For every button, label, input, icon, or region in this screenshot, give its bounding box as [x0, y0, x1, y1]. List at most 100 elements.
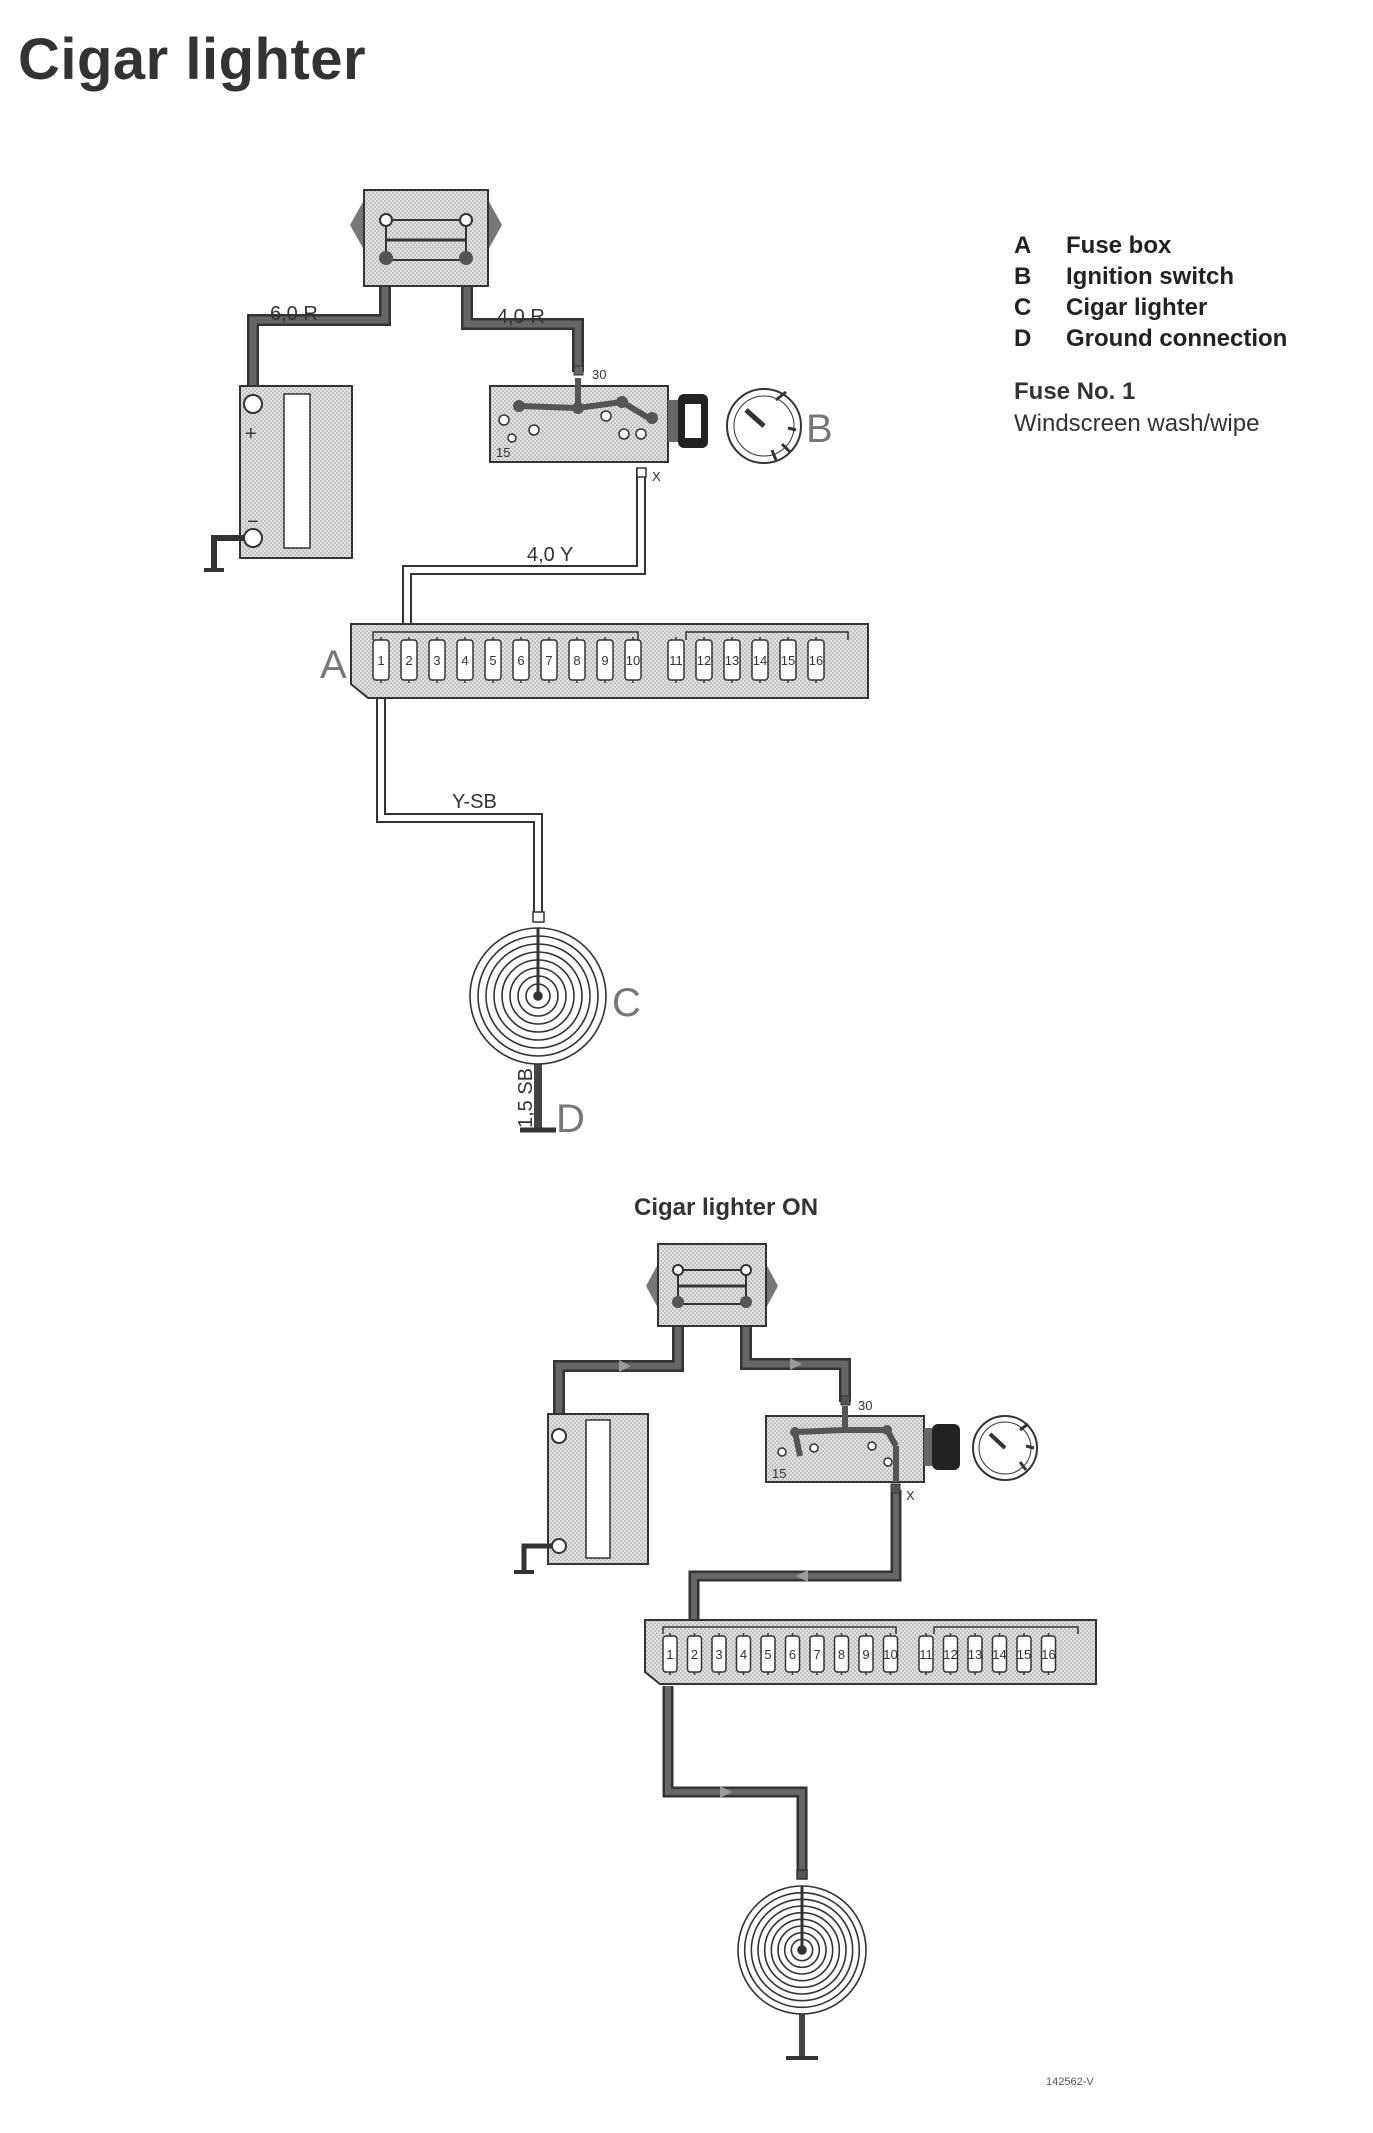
fuse-number-label: 5 [489, 653, 496, 668]
legend-label: Fuse box [1066, 231, 1172, 259]
fuse-number-label: 4 [461, 653, 468, 668]
wire-active-ground [786, 2012, 818, 2060]
battery-minus-mark: − [247, 511, 259, 533]
wire-label-switch-feed: 4,0 R [497, 306, 545, 328]
wire-lighter-feed [376, 695, 543, 920]
label-d: D [556, 1097, 585, 1141]
fuse-number-label: 13 [725, 653, 739, 668]
fuse-2: 2 [400, 637, 418, 683]
legend-label: Cigar lighter [1066, 293, 1208, 321]
fuse-11: 11 [918, 1633, 934, 1675]
fuse-7: 7 [809, 1633, 825, 1675]
fuse-number-label: 12 [697, 653, 711, 668]
fuse-number-label: 16 [809, 653, 823, 668]
fuse-number-label: 11 [919, 1647, 933, 1662]
fuse-9: 9 [858, 1633, 874, 1675]
fuse-number-label: 16 [1041, 1647, 1055, 1662]
fuse-14: 14 [751, 637, 769, 683]
wire-label-fuse-feed: 4,0 Y [527, 544, 573, 566]
diagram-subtitle: Cigar lighter ON [634, 1194, 819, 1221]
legend-label: Ignition switch [1066, 262, 1234, 290]
wire-battery-feed [247, 262, 391, 386]
fuse-number-label: 15 [1017, 1647, 1031, 1662]
fuse-number-label: 1 [377, 653, 384, 668]
diagram-1: + − 30 15 X [204, 189, 869, 1141]
fuse-4: 4 [735, 1633, 752, 1675]
fuse-number-label: 15 [781, 653, 795, 668]
relay-box-on [646, 1243, 778, 1327]
terminal-30-label: 30 [592, 367, 606, 382]
wire-label-battery-feed: 6,0 R [270, 303, 318, 325]
fuse-number-label: 2 [691, 1647, 698, 1662]
fuse-15: 15 [779, 637, 797, 683]
fuse-number-label: 10 [883, 1647, 897, 1662]
legend-key: B [1014, 262, 1032, 290]
ignition-switch: 30 15 X B [489, 365, 833, 484]
legend-key: C [1014, 293, 1032, 321]
wire-label-ground: 1,5 SB [515, 1068, 537, 1128]
fuse-number-label: 2 [405, 653, 412, 668]
fuse-3: 3 [711, 1633, 727, 1675]
fuse-6: 6 [512, 637, 530, 683]
ignition-switch-on: 30 15 X [765, 1395, 1038, 1503]
fuse-9: 9 [596, 637, 614, 683]
cigar-lighter: C D [469, 911, 641, 1141]
fuse-number-label: 8 [573, 653, 580, 668]
legend-row-a: A Fuse box [1014, 230, 1287, 261]
wire-active-switch [740, 1296, 851, 1402]
fuse-number-label: 3 [715, 1647, 722, 1662]
legend-label: Ground connection [1066, 324, 1288, 352]
cigar-lighter-on [737, 1869, 867, 2015]
legend-row-b: B Ignition switch [1014, 261, 1287, 292]
lighter-coil-center [798, 1946, 806, 1954]
fuse-number-label: 13 [968, 1647, 982, 1662]
legend-key: A [1014, 231, 1032, 259]
fuse-6: 6 [784, 1633, 801, 1675]
fuse-2: 2 [686, 1633, 703, 1675]
wire-fuse-feed [402, 468, 646, 630]
battery: + − [204, 385, 353, 572]
fuse-number-label: 14 [753, 653, 767, 668]
terminal-15-label: 15 [496, 445, 510, 460]
fuse-number-label: 11 [669, 653, 683, 668]
fuse-number-label: 4 [740, 1647, 747, 1662]
fuse-12: 12 [942, 1633, 959, 1675]
fuse-13: 13 [723, 637, 741, 683]
fuse-3: 3 [428, 637, 446, 683]
fuse-5: 5 [760, 1633, 776, 1675]
label-b: B [806, 407, 833, 451]
battery-plus-mark: + [245, 423, 257, 445]
fuse-number-label: 1 [666, 1647, 673, 1662]
fuse-12: 12 [695, 637, 713, 683]
fuse-description: Windscreen wash/wipe [1014, 410, 1260, 437]
fuse-7: 7 [540, 637, 558, 683]
figure-number: 142562-V [1046, 2076, 1094, 2088]
fuse-number-label: 8 [838, 1647, 845, 1662]
fuse-4: 4 [456, 637, 474, 683]
fuse-1: 1 [372, 637, 390, 683]
fuse-8: 8 [833, 1633, 850, 1675]
fuse-8: 8 [568, 637, 586, 683]
fuse-10: 10 [882, 1633, 899, 1675]
fuse-10: 10 [624, 637, 642, 683]
relay-box [350, 189, 502, 287]
fuse-number: Fuse No. 1 [1014, 378, 1136, 405]
fuse-number-label: 10 [626, 653, 640, 668]
terminal-x-label: X [652, 469, 661, 484]
fuse-13: 13 [967, 1633, 983, 1675]
wire-active-battery [553, 1296, 684, 1430]
terminal-x-label-on: X [906, 1488, 915, 1503]
label-c: C [612, 981, 641, 1025]
battery-on [514, 1413, 649, 1574]
terminal-30-label-on: 30 [858, 1398, 872, 1413]
component-legend: A Fuse box B Ignition switch C Cigar lig… [1014, 230, 1287, 354]
fuse-number-label: 7 [813, 1647, 820, 1662]
wire-switch-feed [461, 262, 584, 372]
fuse-11: 11 [667, 637, 685, 683]
legend-row-c: C Cigar lighter [1014, 292, 1287, 323]
fuse-number-label: 3 [433, 653, 440, 668]
